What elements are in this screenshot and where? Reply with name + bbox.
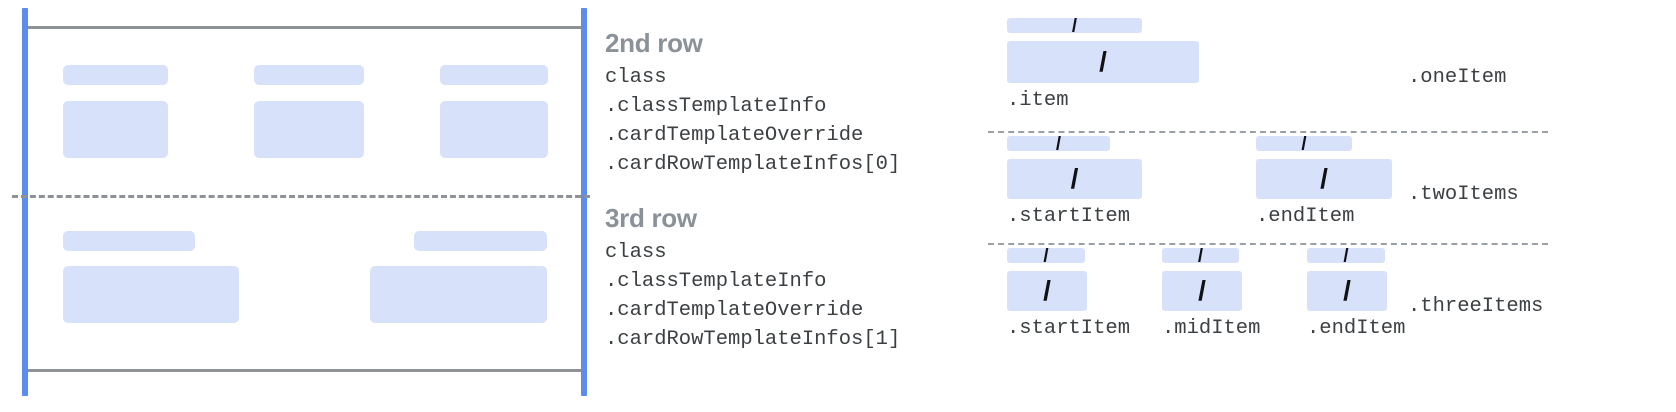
variant-label-three-items: .threeItems <box>1408 295 1544 318</box>
variant-one-item: / / .item .oneItem <box>985 18 1676 130</box>
item-variants-diagram: / / .item .oneItem / / .startItem <box>985 0 1676 412</box>
variant-divider-2 <box>988 243 1548 245</box>
second-row-path-line-1: class <box>605 66 667 89</box>
three-items-mid-body-bar: / <box>1162 271 1242 311</box>
two-items-end-caption: .endItem <box>1256 205 1355 228</box>
slash-mark-icon: / <box>1198 275 1206 306</box>
row2-cell1-title-block <box>63 65 168 85</box>
card-row-divider <box>12 195 590 198</box>
slash-mark-icon: / <box>1043 275 1051 306</box>
row3-cell1-body-block <box>63 266 239 323</box>
two-items-end-body-bar: / <box>1256 159 1392 199</box>
second-row-path-line-3: .cardTemplateOverride <box>605 124 864 147</box>
slash-mark-icon: / <box>1343 248 1349 263</box>
three-items-mid-title-bar: / <box>1162 248 1239 263</box>
variant-divider-1 <box>988 131 1548 133</box>
row2-cell3-body-block <box>440 101 548 158</box>
second-row-path-line-4: .cardRowTemplateInfos[0] <box>605 153 901 176</box>
variant-label-one-item: .oneItem <box>1408 66 1507 89</box>
slash-mark-icon: / <box>1301 136 1307 151</box>
three-items-start-caption: .startItem <box>1007 317 1131 340</box>
second-row-block: 2nd row class .classTemplateInfo .cardTe… <box>605 28 900 179</box>
card-top-border <box>22 26 585 29</box>
row2-cell1-body-block <box>63 101 168 158</box>
third-row-heading: 3rd row <box>605 203 697 233</box>
variant-two-items: / / .startItem / / .endItem .twoItems <box>985 136 1676 246</box>
third-row-block: 3rd row class .classTemplateInfo .cardTe… <box>605 203 900 354</box>
one-item-title-bar: / <box>1007 18 1142 33</box>
three-items-end-title-bar: / <box>1307 248 1385 263</box>
third-row-path-line-3: .cardTemplateOverride <box>605 299 864 322</box>
three-items-start-title-bar: / <box>1007 248 1085 263</box>
variant-three-items: / / .startItem / / .midItem / <box>985 248 1676 360</box>
three-items-end-body-bar: / <box>1307 271 1387 311</box>
two-items-end-cell: / / .endItem <box>1256 136 1392 230</box>
row2-cell3-title-block <box>440 65 548 85</box>
three-items-mid-cell: / / .midItem <box>1162 248 1260 342</box>
third-row-path-line-2: .classTemplateInfo <box>605 270 827 293</box>
row2-cell2-body-block <box>254 101 364 158</box>
third-row-path-line-4: .cardRowTemplateInfos[1] <box>605 328 901 351</box>
two-items-end-title-bar: / <box>1256 136 1352 151</box>
card-layout-diagram <box>0 0 600 412</box>
one-item-caption: .item <box>1007 89 1069 112</box>
row-path-labels: 2nd row class .classTemplateInfo .cardTe… <box>602 0 982 412</box>
card-left-guide <box>22 8 28 396</box>
card-bottom-border <box>22 369 585 372</box>
slash-mark-icon: / <box>1197 248 1204 263</box>
three-items-start-cell: / / .startItem <box>1007 248 1130 342</box>
two-items-start-body-bar: / <box>1007 159 1142 199</box>
two-items-start-title-bar: / <box>1007 136 1110 151</box>
three-items-mid-caption: .midItem <box>1162 317 1261 340</box>
row3-cell2-body-block <box>370 266 547 323</box>
one-item-body-bar: / <box>1007 41 1199 83</box>
three-items-end-cell: / / .endItem <box>1307 248 1405 342</box>
two-items-start-caption: .startItem <box>1007 205 1131 228</box>
row3-cell2-title-block <box>414 231 547 251</box>
slash-mark-icon: / <box>1071 18 1078 33</box>
one-item-cell: / / .item <box>1007 18 1199 114</box>
row2-cell2-title-block <box>254 65 364 85</box>
three-items-end-caption: .endItem <box>1307 317 1406 340</box>
slash-mark-icon: / <box>1099 46 1107 77</box>
variant-label-two-items: .twoItems <box>1408 183 1519 206</box>
two-items-start-cell: / / .startItem <box>1007 136 1142 230</box>
slash-mark-icon: / <box>1320 163 1328 194</box>
slash-mark-icon: / <box>1343 275 1351 306</box>
row3-cell1-title-block <box>63 231 195 251</box>
slash-mark-icon: / <box>1043 248 1049 263</box>
second-row-path-line-2: .classTemplateInfo <box>605 95 827 118</box>
slash-mark-icon: / <box>1070 163 1079 194</box>
slash-mark-icon: / <box>1055 136 1062 151</box>
third-row-path-line-1: class <box>605 241 667 264</box>
second-row-heading: 2nd row <box>605 28 703 58</box>
card-right-guide <box>581 8 587 396</box>
three-items-start-body-bar: / <box>1007 271 1087 311</box>
